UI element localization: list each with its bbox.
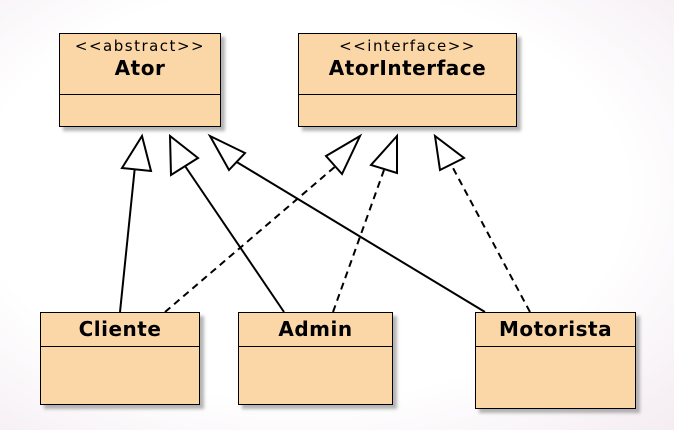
generalization-line-motorista-ator: [234, 160, 486, 313]
class-motorista-name: Motorista: [498, 317, 613, 341]
realization-arrowhead-motorista: [433, 133, 466, 172]
class-ator-interface[interactable]: <<interface>> AtorInterface: [298, 33, 517, 127]
realization-arrowhead-admin: [369, 133, 398, 175]
class-admin-name: Admin: [278, 317, 353, 341]
class-admin[interactable]: Admin: [238, 312, 393, 405]
class-ator[interactable]: <<abstract>> Ator: [59, 33, 221, 127]
class-ator-interface-name: AtorInterface: [328, 56, 487, 80]
generalization-line-admin-ator: [184, 165, 285, 313]
generalization-line-cliente-ator: [119, 165, 136, 313]
class-admin-header: Admin: [239, 313, 392, 347]
realization-line-cliente-interface: [164, 164, 338, 313]
class-motorista[interactable]: Motorista: [475, 312, 636, 409]
class-cliente[interactable]: Cliente: [40, 312, 200, 405]
generalization-arrowhead-cliente: [120, 133, 153, 173]
class-cliente-name: Cliente: [78, 317, 162, 341]
generalization-arrowhead-motorista: [207, 133, 247, 172]
class-ator-header: <<abstract>> Ator: [60, 34, 220, 95]
class-ator-stereotype: <<abstract>>: [74, 37, 206, 55]
class-ator-interface-stereotype: <<interface>>: [339, 37, 476, 55]
realization-line-admin-interface: [332, 169, 385, 313]
realization-arrowhead-cliente: [324, 133, 363, 176]
class-motorista-header: Motorista: [476, 313, 635, 347]
class-cliente-header: Cliente: [41, 313, 199, 347]
realization-line-motorista-interface: [452, 167, 531, 313]
class-ator-name: Ator: [114, 56, 166, 80]
generalization-arrowhead-admin: [168, 133, 200, 177]
class-ator-interface-header: <<interface>> AtorInterface: [299, 34, 516, 95]
